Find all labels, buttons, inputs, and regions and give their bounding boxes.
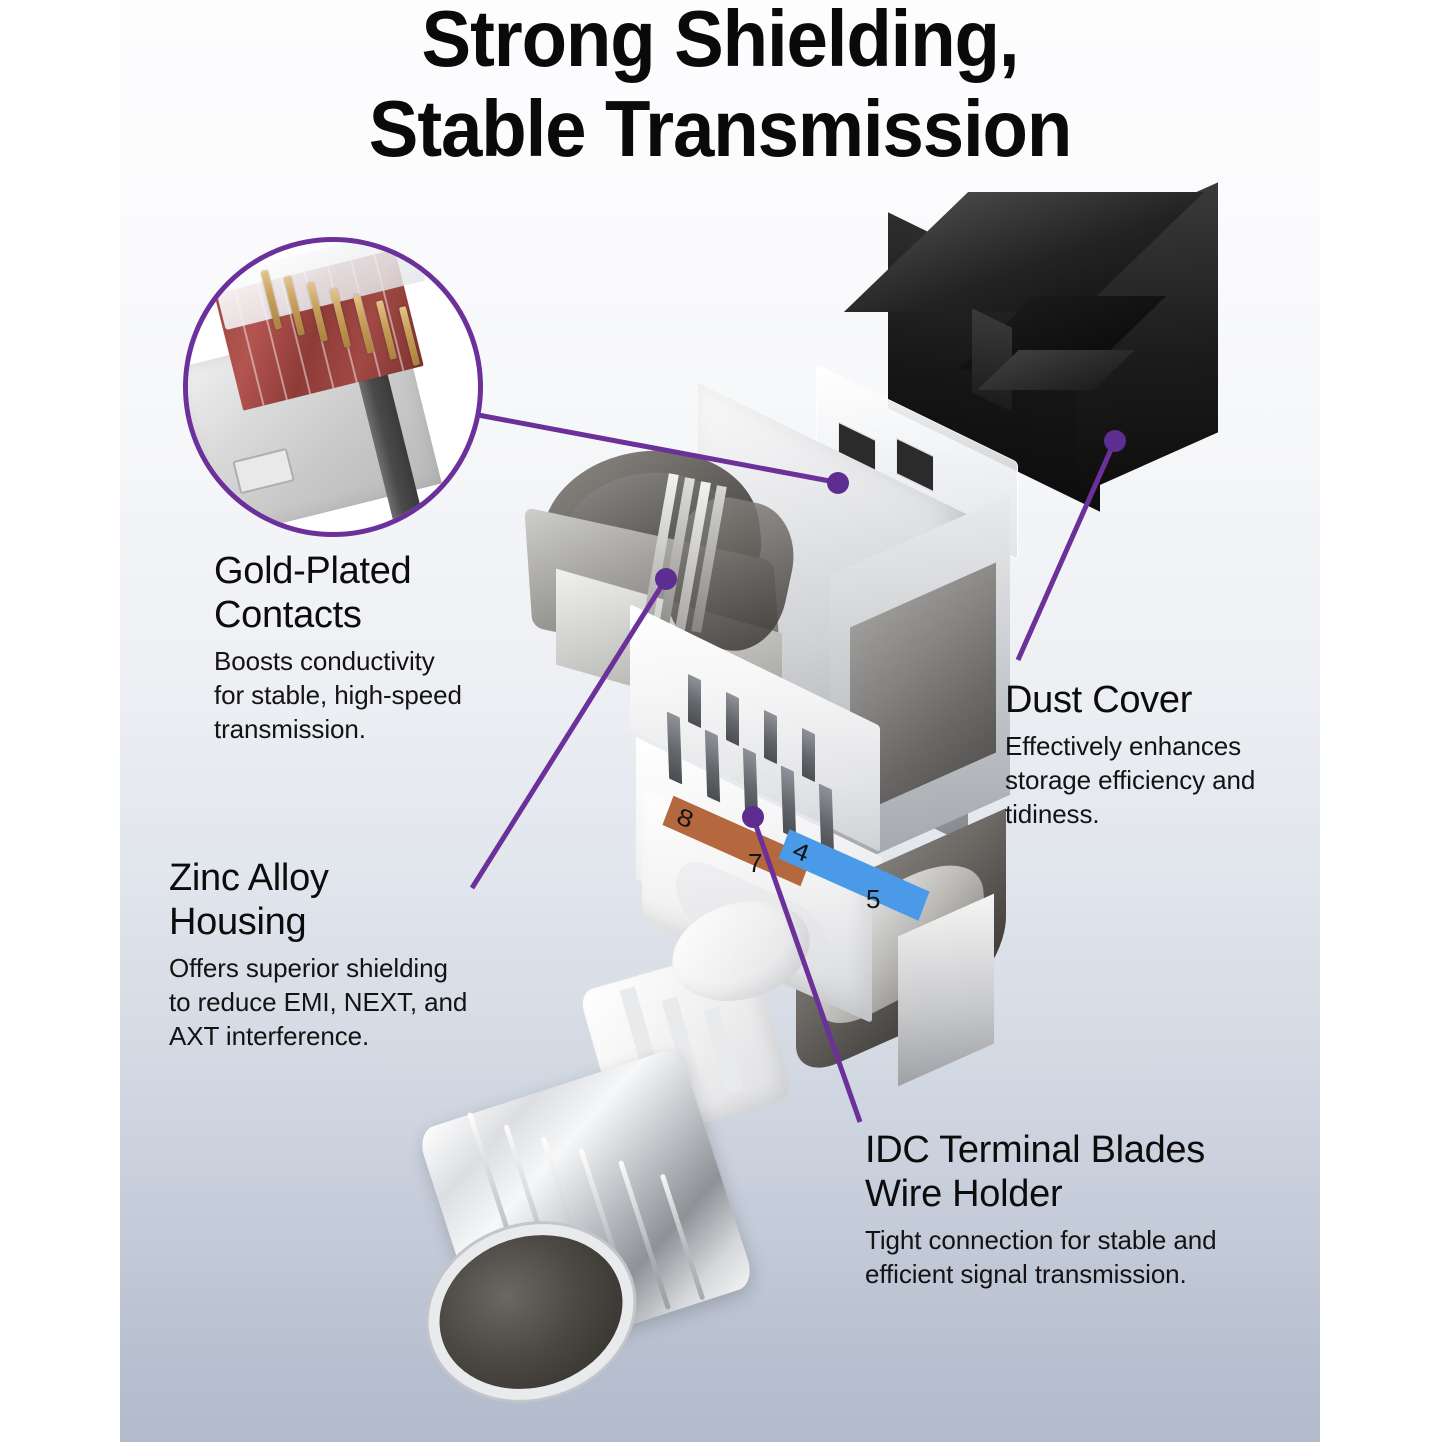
- callout-body-gold-plated-contacts: Boosts conductivity for stable, high-spe…: [214, 646, 462, 744]
- leader-line-idc: [751, 819, 863, 1123]
- callout-zinc-alloy-housing: Zinc Alloy Housing Offers superior shiel…: [169, 856, 499, 1054]
- callout-heading-zinc-alloy-housing: Zinc Alloy Housing: [169, 857, 329, 944]
- callout-body-zinc-alloy-housing: Offers superior shielding to reduce EMI,…: [169, 953, 468, 1051]
- callout-body-dust-cover: Effectively enhances storage efficiency …: [1005, 731, 1256, 829]
- leader-line-dust: [1015, 443, 1116, 662]
- page-title: Strong Shielding, Stable Transmission: [368, 0, 1072, 173]
- callout-heading-idc-terminal-blades: IDC Terminal Blades Wire Holder: [865, 1129, 1205, 1216]
- leader-line-zinc: [469, 580, 667, 890]
- callout-idc-terminal-blades: IDC Terminal Blades Wire Holder Tight co…: [865, 1128, 1285, 1292]
- leader-lines: [469, 412, 1126, 1123]
- wire-number-5-label: 5: [866, 883, 881, 914]
- leader-dot-dust: [1104, 430, 1126, 452]
- callout-heading-gold-plated-contacts: Gold-Plated Contacts: [214, 550, 412, 637]
- leader-line-gold-magnifier: [477, 412, 836, 485]
- product-exploded-view: 8 7 4 5: [120, 0, 1320, 1442]
- leader-dot-idc: [742, 806, 764, 828]
- leader-dot-gold-magnifier: [827, 472, 849, 494]
- gold-plated-contacts-magnifier: [183, 237, 483, 537]
- callout-heading-dust-cover: Dust Cover: [1005, 679, 1193, 721]
- wire-number-7-label: 7: [748, 847, 763, 878]
- content-panel: Strong Shielding, Stable Transmission: [120, 0, 1320, 1442]
- leader-dot-zinc: [655, 568, 677, 590]
- callout-body-idc-terminal-blades: Tight connection for stable and efficien…: [865, 1225, 1217, 1289]
- callout-gold-plated-contacts: Gold-Plated Contacts Boosts conductivity…: [214, 549, 544, 747]
- callout-dust-cover: Dust Cover Effectively enhances storage …: [1005, 678, 1305, 831]
